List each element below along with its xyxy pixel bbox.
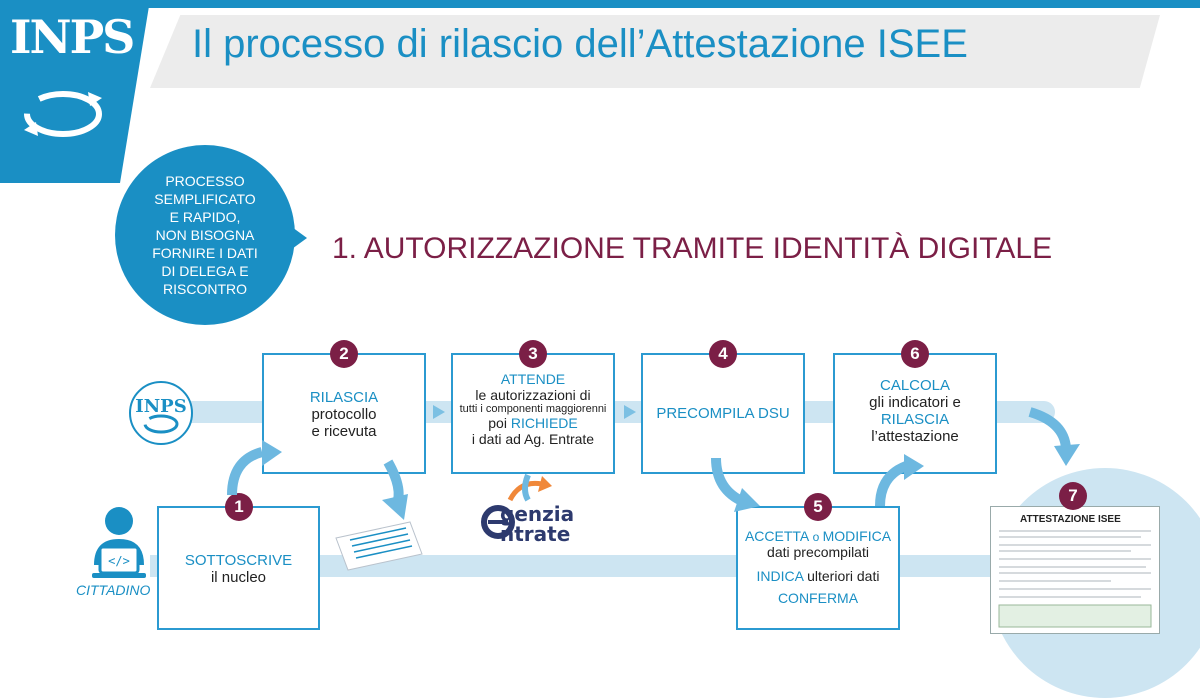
step-3-line2: le autorizzazioni di — [475, 387, 591, 403]
inps-logo-block — [0, 0, 150, 183]
step-5-accept: ACCETTA — [744, 528, 810, 544]
step-3-line3: tutti i componenti maggiorenni — [459, 403, 607, 415]
info-bubble — [115, 145, 295, 325]
step-3-action-request: RICHIEDE — [510, 415, 578, 431]
arrow-head-2-receipt — [382, 494, 408, 520]
step-6-box: CALCOLA gli indicatori e RILASCIA l’atte… — [833, 353, 997, 474]
arrow-head-4-5 — [734, 488, 760, 512]
svg-text:</>: </> — [108, 554, 130, 568]
step-1-text: il nucleo — [210, 569, 267, 586]
section-subtitle: 1. AUTORIZZAZIONE TRAMITE IDENTITÀ DIGIT… — [332, 232, 1053, 265]
arrow-step1-to-step2 — [227, 447, 264, 496]
arrow-head-6-7 — [1054, 444, 1080, 466]
step-6-line2: gli indicatori e — [869, 394, 961, 411]
arrow-head-5-6 — [904, 454, 924, 480]
step-4-box: PRECOMPILA DSU — [641, 353, 805, 474]
step-6-badge: 6 — [901, 340, 929, 368]
step-5-further-data: ulteriori dati — [803, 568, 880, 584]
step-4-action: PRECOMPILA DSU — [656, 405, 790, 422]
step-5-box: ACCETTA o MODIFICA dati precompilati IND… — [736, 506, 900, 630]
step-4-badge: 4 — [709, 340, 737, 368]
step-5-modify: MODIFICA — [822, 528, 892, 544]
step-3-badge: 3 — [519, 340, 547, 368]
header-band — [0, 0, 1200, 8]
step-3-action-wait: ATTENDE — [500, 371, 566, 387]
connector-arrows — [227, 407, 1080, 520]
step-5-line2: dati precompilati — [767, 544, 869, 560]
step-5-line1: ACCETTA o MODIFICA — [738, 528, 898, 544]
svg-text:INPS: INPS — [135, 396, 186, 417]
document-lines — [998, 530, 1152, 628]
step-5-indicate: INDICA — [756, 568, 804, 584]
attestazione-doc-title: ATTESTAZIONE ISEE — [1020, 514, 1121, 525]
attestazione-document-icon — [990, 506, 1160, 634]
info-bubble-text: PROCESSO SEMPLIFICATO E RAPIDO, NON BISO… — [152, 173, 258, 297]
agenzia-line2: ntrate — [500, 522, 571, 546]
refresh-arrows-icon — [24, 91, 102, 137]
step-5-badge: 5 — [804, 493, 832, 521]
flow-arrow-3-4 — [624, 405, 636, 419]
step-1-action: SOTTOSCRIVE — [184, 552, 293, 569]
agenzia-line1: genzia — [500, 502, 575, 526]
step-3-then: poi — [488, 415, 511, 431]
page-title: Il processo di rilascio dell’Attestazion… — [192, 22, 968, 66]
arrow-step5-to-step6 — [875, 461, 909, 507]
step-1-box: SOTTOSCRIVE il nucleo — [157, 506, 320, 630]
step-5-or: o — [809, 530, 823, 544]
step-2-badge: 2 — [330, 340, 358, 368]
step-1-badge: 1 — [225, 493, 253, 521]
step-2-action: RILASCIA — [309, 389, 379, 406]
receipt-document-icon — [335, 521, 423, 571]
info-bubble-tail — [285, 222, 307, 254]
step-5-line3: INDICA ulteriori dati — [738, 568, 898, 584]
step-6-action-release: RILASCIA — [880, 411, 950, 428]
step-2-line3: e ricevuta — [311, 423, 377, 440]
arrow-step6-to-step7 — [1028, 407, 1071, 449]
agenzia-entrate-text: genzia ntrate — [500, 504, 574, 544]
inps-logo-icon: INPS — [129, 381, 193, 445]
flow-arrow-2-3 — [433, 405, 445, 419]
step-3-line5: i dati ad Ag. Entrate — [471, 431, 595, 447]
step-6-action-calc: CALCOLA — [879, 377, 951, 394]
step-5-confirm: CONFERMA — [777, 590, 859, 606]
step-7-badge: 7 — [1059, 482, 1087, 510]
title-bar — [150, 15, 1160, 88]
step-6-line3: l’attestazione — [871, 428, 959, 445]
step-2-box: RILASCIA protocollo e ricevuta — [262, 353, 426, 474]
step-2-line2: protocollo — [311, 406, 377, 423]
citizen-label: CITTADINO — [76, 582, 151, 598]
step-3-line4: poi RICHIEDE — [453, 415, 613, 431]
step-3-box: ATTENDE le autorizzazioni di tutti i com… — [451, 353, 615, 474]
arrow-step3-to-agenzia — [522, 473, 531, 502]
arrow-head-1-2 — [262, 440, 282, 466]
citizen-laptop-icon: </> — [92, 507, 146, 578]
